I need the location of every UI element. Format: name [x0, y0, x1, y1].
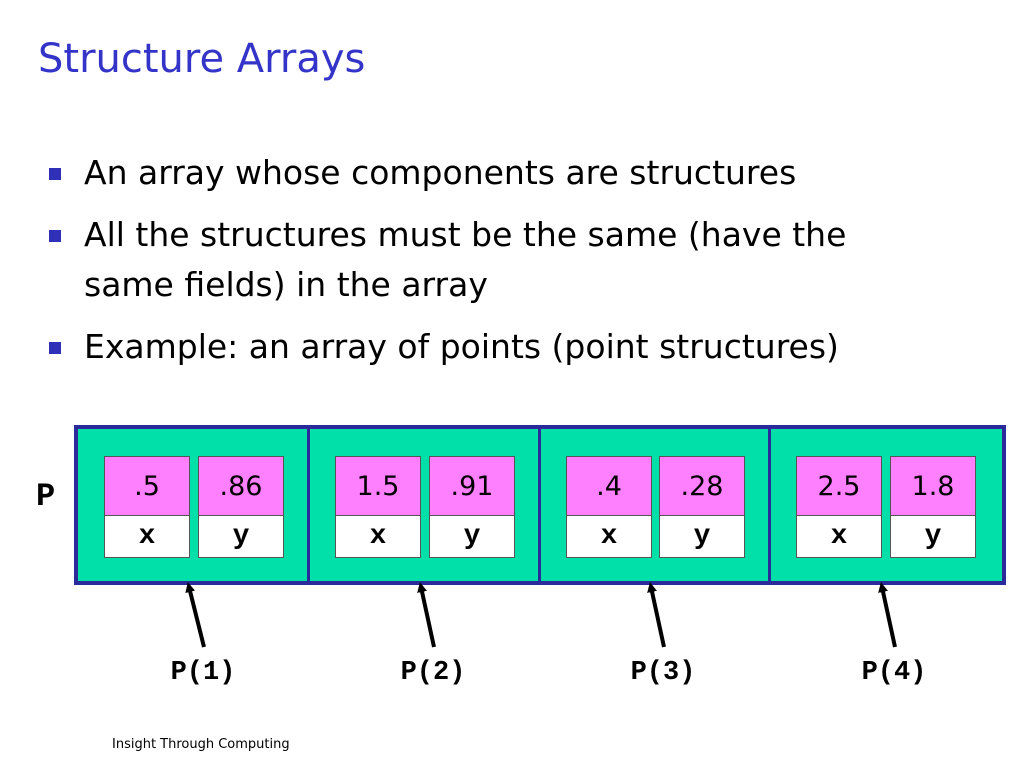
index-label-1: P(1): [170, 658, 236, 688]
field-value: 1.5: [336, 457, 420, 516]
index-label-4: P(4): [861, 658, 927, 688]
index-label-2: P(2): [400, 658, 466, 688]
field-x: 1.5 x: [335, 456, 421, 558]
square-bullet-icon: [49, 168, 61, 180]
array-element-4: 2.5 x 1.8 y: [771, 429, 1002, 581]
bullet-item: An array whose components are structures: [46, 148, 946, 198]
field-name: y: [199, 516, 283, 557]
array-name-label: P: [36, 478, 56, 515]
field-x: 2.5 x: [796, 456, 882, 558]
field-value: .5: [105, 457, 189, 516]
array-element-1: .5 x .86 y: [78, 429, 310, 581]
arrow-to-element-3: [647, 582, 666, 648]
footer-text: Insight Through Computing: [112, 737, 290, 752]
arrow-to-element-4: [878, 582, 897, 648]
field-value: .91: [430, 457, 514, 516]
field-name: y: [430, 516, 514, 557]
field-value: 2.5: [797, 457, 881, 516]
field-value: .4: [567, 457, 651, 516]
field-value: .28: [660, 457, 744, 516]
bullet-text: An array whose components are structures: [84, 153, 797, 192]
bullet-list: An array whose components are structures…: [46, 148, 946, 384]
field-name: x: [336, 516, 420, 557]
bullet-item: Example: an array of points (point struc…: [46, 322, 946, 372]
bullet-text: Example: an array of points (point struc…: [84, 327, 839, 366]
index-label-3: P(3): [630, 658, 696, 688]
field-y: 1.8 y: [890, 456, 976, 558]
field-name: y: [891, 516, 975, 557]
field-x: .5 x: [104, 456, 190, 558]
structure-array: .5 x .86 y 1.5 x .91 y .4 x: [74, 425, 1006, 585]
field-name: x: [567, 516, 651, 557]
arrow-to-element-2: [417, 582, 436, 648]
field-name: y: [660, 516, 744, 557]
field-value: .86: [199, 457, 283, 516]
array-element-2: 1.5 x .91 y: [310, 429, 541, 581]
square-bullet-icon: [49, 230, 61, 242]
field-y: .28 y: [659, 456, 745, 558]
field-name: x: [105, 516, 189, 557]
field-y: .91 y: [429, 456, 515, 558]
field-x: .4 x: [566, 456, 652, 558]
slide-title: Structure Arrays: [38, 36, 366, 82]
field-y: .86 y: [198, 456, 284, 558]
bullet-text: All the structures must be the same (hav…: [84, 215, 847, 304]
field-value: 1.8: [891, 457, 975, 516]
square-bullet-icon: [49, 342, 61, 354]
field-name: x: [797, 516, 881, 557]
bullet-item: All the structures must be the same (hav…: [46, 210, 946, 310]
array-element-3: .4 x .28 y: [541, 429, 771, 581]
arrow-to-element-1: [185, 582, 206, 648]
